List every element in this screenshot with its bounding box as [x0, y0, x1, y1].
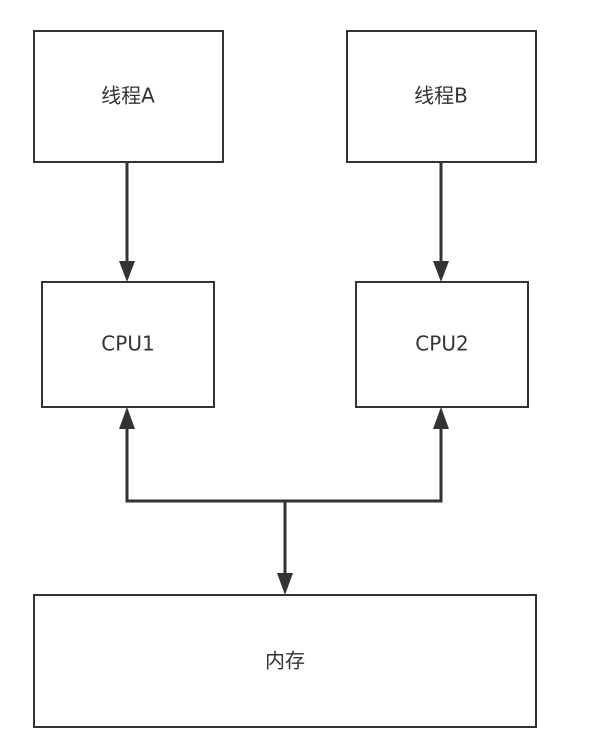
arrowhead-cpu2-top: [433, 261, 449, 282]
node-cpu1-box: [41, 281, 215, 408]
node-thread-a-box: [33, 30, 224, 163]
node-cpu2-label: CPU2: [415, 332, 468, 356]
node-memory-label: 内存: [265, 649, 305, 673]
arrowhead-cpu2-bottom: [433, 407, 449, 429]
node-thread-b-box: [346, 30, 537, 163]
node-cpu1: CPU1: [41, 281, 215, 408]
node-thread-a-label: 线程A: [101, 84, 155, 108]
arrowhead-cpu1-top: [119, 261, 135, 282]
node-thread-a: 线程A: [33, 30, 224, 163]
arrowhead-memory-top: [277, 573, 293, 595]
node-memory-box: [33, 594, 537, 728]
node-cpu2: CPU2: [355, 281, 529, 408]
node-cpu1-label: CPU1: [101, 332, 154, 356]
edge-memory-bus-to-cpus: [125, 428, 443, 503]
node-thread-b-label: 线程B: [414, 84, 468, 108]
arrowhead-cpu1-bottom: [119, 407, 135, 429]
connectors: [119, 162, 449, 595]
node-cpu2-box: [355, 281, 529, 408]
node-thread-b: 线程B: [346, 30, 537, 163]
node-memory: 内存: [33, 594, 537, 728]
